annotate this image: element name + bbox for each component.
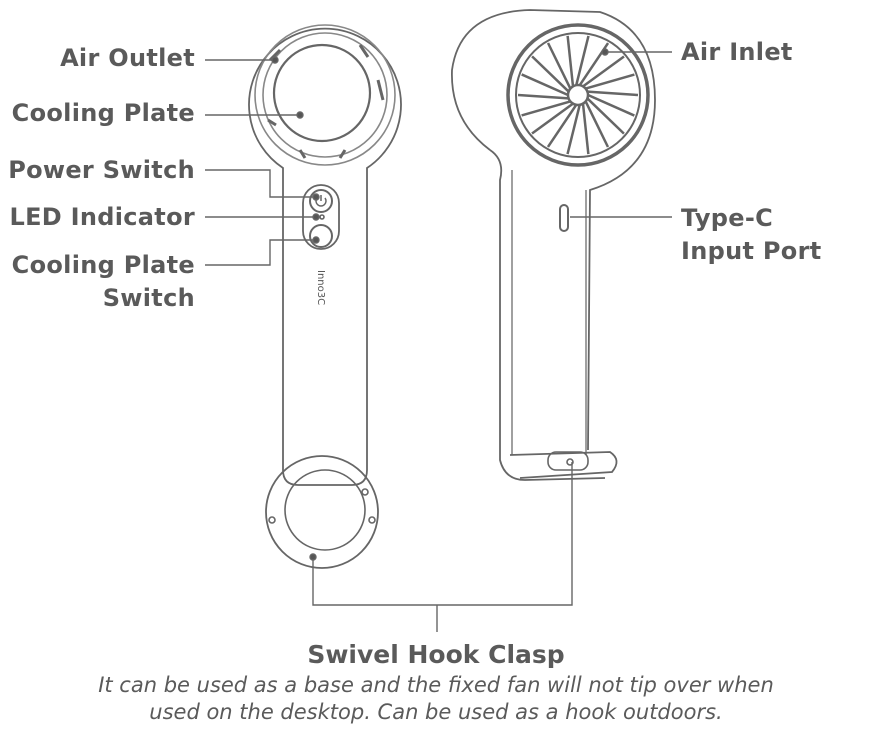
label-input-port: Input Port: [681, 237, 822, 265]
grille-spoke: [521, 100, 571, 117]
label-air-outlet: Air Outlet: [60, 44, 195, 72]
label-air-inlet: Air Inlet: [681, 38, 793, 66]
label-cooling-plate-switch: Cooling Plate: [11, 251, 195, 279]
grille-spoke: [566, 35, 575, 87]
air-inlet-grille: [517, 35, 639, 155]
grille-spoke: [521, 73, 569, 97]
label-cooling-plate: Cooling Plate: [11, 99, 195, 127]
cooling-plate: [272, 43, 372, 143]
grille-spoke: [546, 104, 578, 148]
swivel-hook-front: [265, 455, 379, 569]
grille-spoke: [531, 102, 574, 135]
grille-spoke: [586, 97, 625, 135]
swivel-hook-title: Swivel Hook Clasp: [307, 640, 565, 669]
swivel-hook-side: [509, 451, 618, 479]
type-c-port: [559, 204, 569, 232]
description-line-1: It can be used as a base and the fixed f…: [98, 673, 774, 697]
side-view-fan: [451, 9, 656, 481]
label-type-c: Type-C: [681, 204, 773, 232]
grille-spoke: [587, 93, 635, 117]
power-switch: [309, 189, 333, 213]
label-led-indicator: LED Indicator: [9, 203, 195, 231]
brand-logo: Inno3C: [315, 270, 326, 305]
label-cooling-plate-switch-line2: Switch: [102, 284, 195, 312]
grille-spoke: [587, 90, 639, 97]
front-view-fan: [248, 24, 402, 569]
description-line-2: used on the desktop. Can be used as a ho…: [149, 700, 723, 724]
grille-spoke: [582, 55, 625, 88]
grille-spoke: [575, 35, 590, 86]
cooling-plate-switch: [309, 224, 333, 248]
grille-spoke: [585, 73, 635, 90]
grille-spoke: [546, 42, 572, 90]
led-indicator: [319, 214, 325, 220]
grille-spoke: [584, 100, 610, 148]
grille-spoke: [531, 55, 570, 93]
grille-spoke: [517, 93, 569, 100]
grille-spoke: [581, 103, 590, 155]
grille-spoke: [566, 104, 581, 155]
label-power-switch: Power Switch: [8, 156, 195, 184]
leader-lines: [205, 48, 672, 632]
swivel-hook-description: It can be used as a base and the fixed f…: [0, 672, 872, 726]
